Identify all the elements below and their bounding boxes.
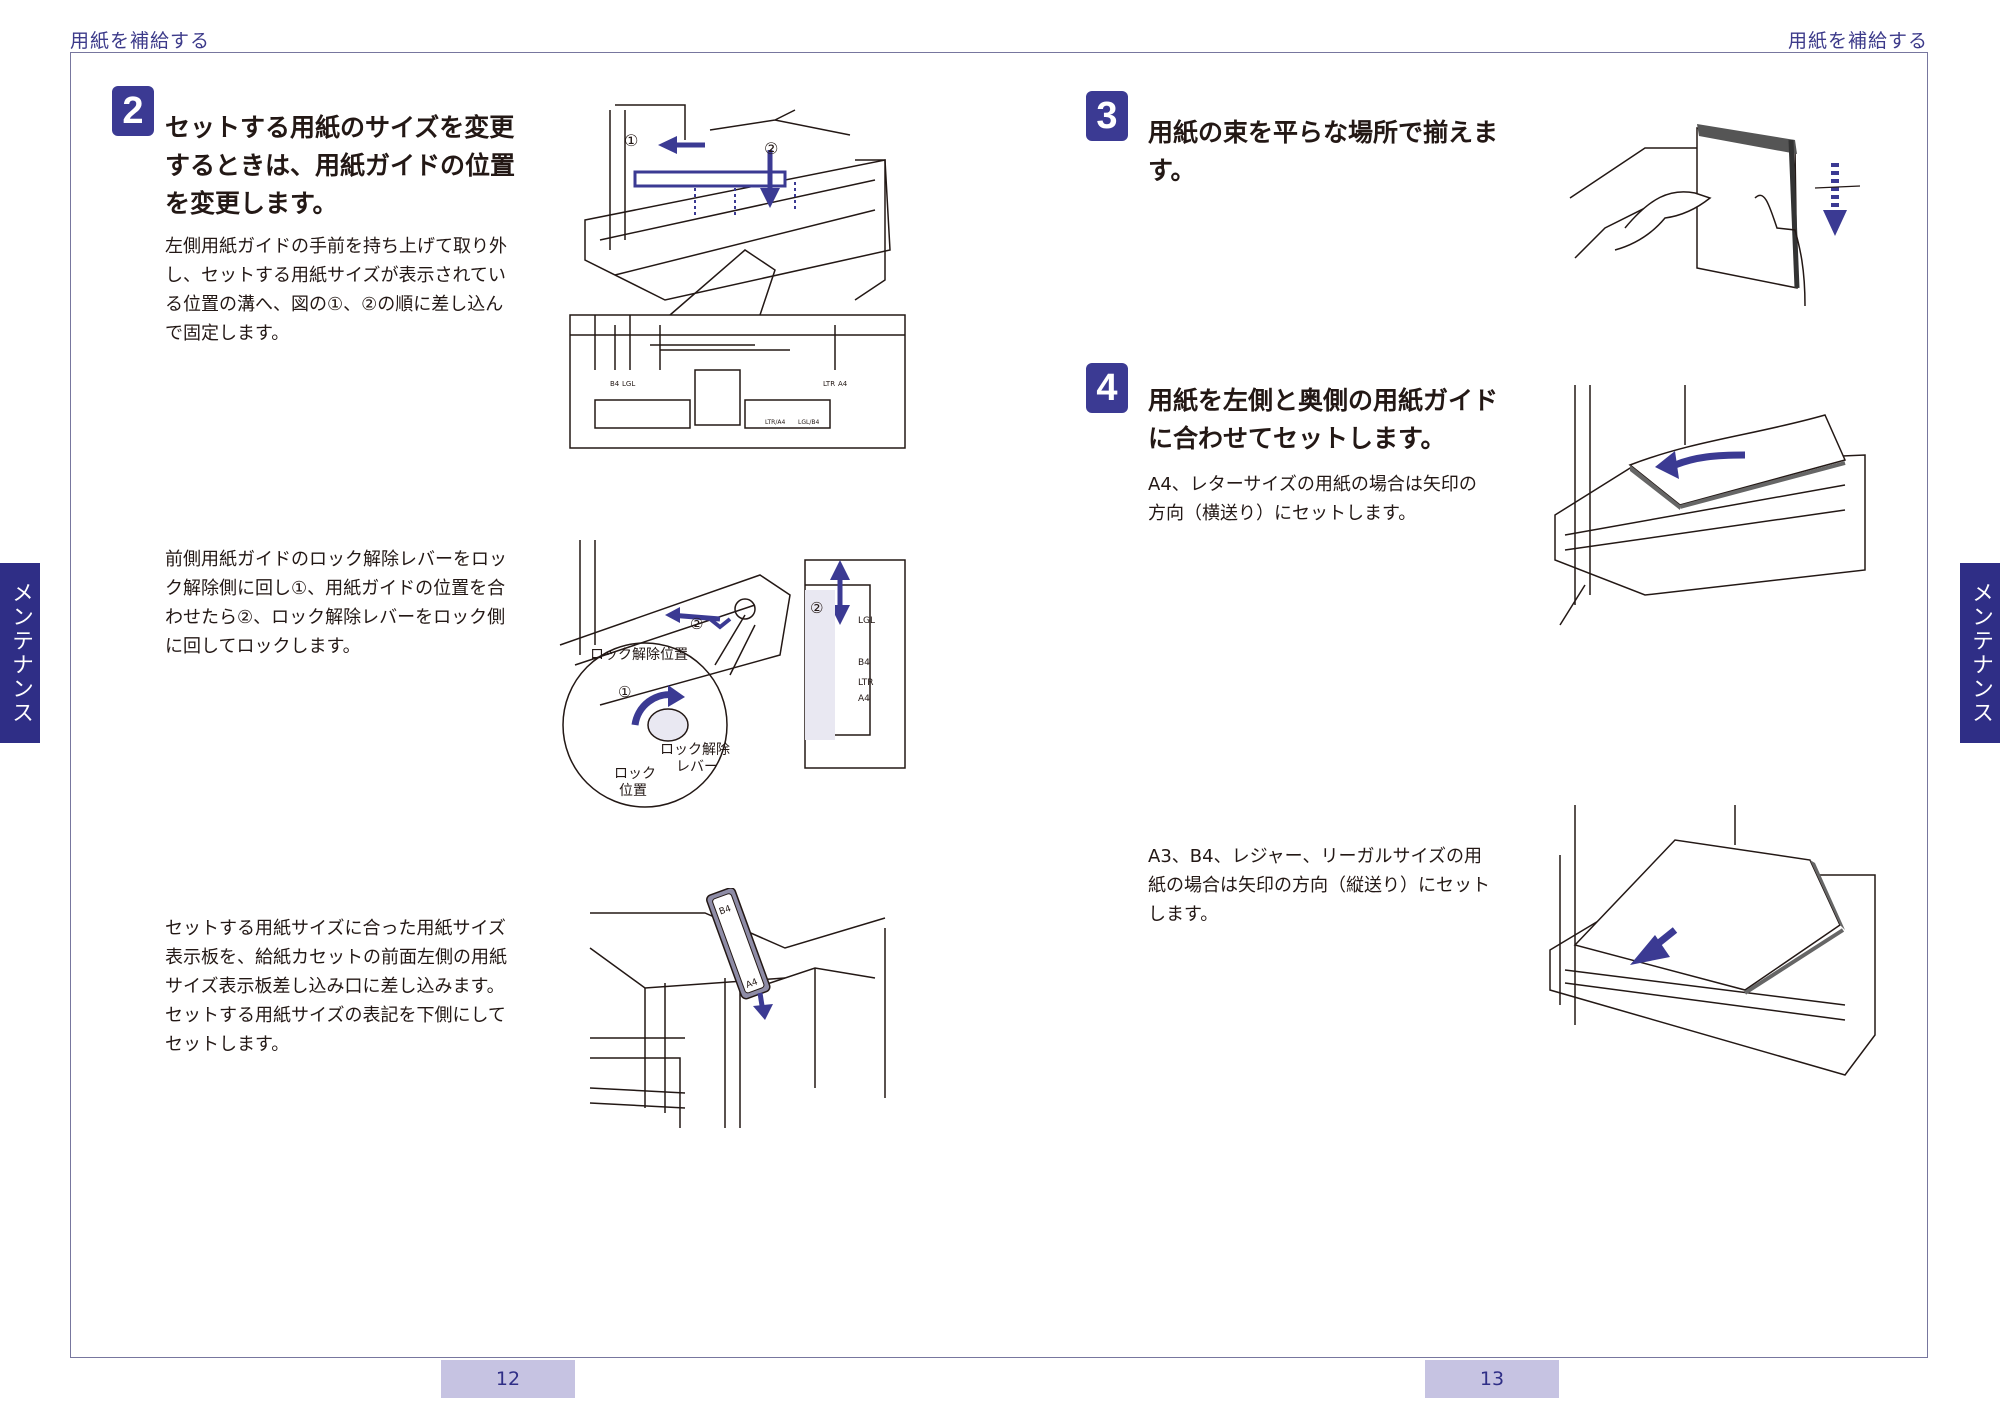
figure-label: A4 xyxy=(858,694,870,704)
step4-text-2: A3、B4、レジャー、リーガルサイズの用紙の場合は矢印の方向（縦送り）にセットし… xyxy=(1148,846,1490,925)
figure-guide-remove: ① ② B4 LGL LTR A4 LTR/A4 LGL/B4 xyxy=(569,104,906,449)
figure-label: ② xyxy=(764,139,778,158)
figure-label: 位置 xyxy=(619,783,647,799)
figure-paper-stack xyxy=(1569,124,1861,307)
step-number-2: 2 xyxy=(112,86,154,136)
step2-text-3: セットする用紙サイズに合った用紙サイズ表示板を、給紙カセットの前面左側の用紙サイ… xyxy=(165,918,507,1055)
figure-label: LTR/A4 xyxy=(765,419,785,426)
figure-label: B4 xyxy=(858,658,870,668)
figure-lock-lever: ② ② ① LGL B4 LTR A4 ロック解除位置 ロック解除 レバー ロッ… xyxy=(559,540,906,808)
side-tab-left: メンテナンス xyxy=(0,563,40,743)
side-tab-right: メンテナンス xyxy=(1960,563,2000,743)
figure-label: ② xyxy=(690,615,703,633)
figure-label: ① xyxy=(624,131,638,150)
figure-label: LGL xyxy=(858,616,875,626)
figure-label: LGL xyxy=(622,380,635,388)
figure-label: ロック xyxy=(614,766,656,782)
figure-label: A4 xyxy=(838,380,848,388)
figure-label: LGL/B4 xyxy=(798,419,819,426)
figure-label: ロック解除 xyxy=(660,742,730,758)
step-number-3: 3 xyxy=(1086,91,1128,141)
step2-title: セットする用紙のサイズを変更するときは、用紙ガイドの位置を変更します。 xyxy=(165,113,516,218)
step4-title: 用紙を左側と奥側の用紙ガイドに合わせてセットします。 xyxy=(1148,386,1499,453)
figure-label: A4 xyxy=(745,977,760,991)
figure-label: ① xyxy=(618,683,631,701)
figure-label: LTR xyxy=(858,678,874,688)
figure-paper-portrait xyxy=(1549,805,1876,1076)
step-number-4: 4 xyxy=(1086,363,1128,413)
figure-label: ロック解除位置 xyxy=(590,647,688,663)
figure-label: B4 xyxy=(718,904,733,918)
figure-label: B4 xyxy=(610,380,620,388)
step2-text-2: 前側用紙ガイドのロック解除レバーをロック解除側に回し①、用紙ガイドの位置を合わせ… xyxy=(165,549,507,657)
page-number-left: 12 xyxy=(441,1360,575,1398)
figure-paper-landscape xyxy=(1554,385,1866,626)
step3-title: 用紙の束を平らな場所で揃えます。 xyxy=(1148,118,1499,185)
figure-label: ② xyxy=(810,599,823,617)
figure-size-plate: B4 A4 xyxy=(589,888,886,1128)
page-frame xyxy=(70,52,1928,1358)
running-header-left: 用紙を補給する xyxy=(70,30,211,52)
figure-label: LTR xyxy=(823,380,835,388)
running-header-right: 用紙を補給する xyxy=(1787,30,1928,52)
step2-text-1: 左側用紙ガイドの手前を持ち上げて取り外し、セットする用紙サイズが表示されている位… xyxy=(165,236,507,344)
figure-label: レバー xyxy=(676,759,718,775)
step4-text-1: A4、レターサイズの用紙の場合は矢印の方向（横送り）にセットします。 xyxy=(1148,474,1477,524)
page-number-right: 13 xyxy=(1425,1360,1559,1398)
